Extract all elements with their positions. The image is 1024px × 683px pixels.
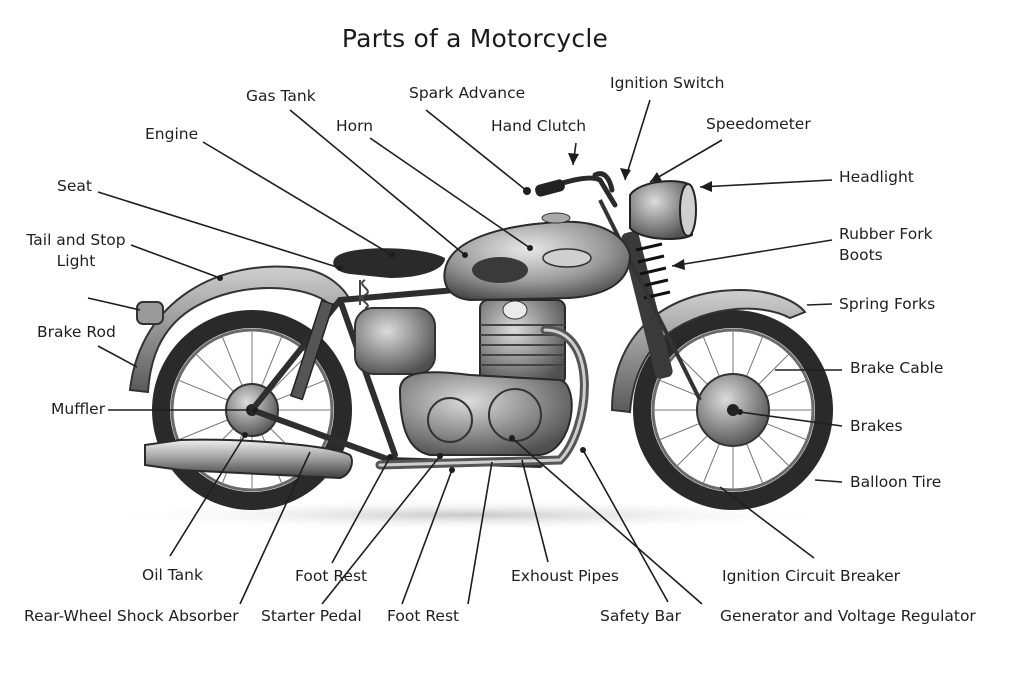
label-balloon-tire: Balloon Tire	[850, 473, 942, 491]
leader-horn	[369, 137, 531, 249]
label-hand-clutch: Hand Clutch	[491, 117, 587, 135]
oil-tank-body	[354, 307, 436, 375]
leader-brake-rod-b	[97, 345, 138, 368]
ground-shadow	[90, 499, 850, 531]
leader-brakes	[739, 411, 843, 427]
leader-tail-light	[130, 244, 221, 279]
leader-rubber-fork-boots	[671, 239, 833, 267]
label-spring-forks: Spring Forks	[839, 295, 936, 313]
gas-tank-body	[443, 212, 632, 302]
label-horn: Horn	[336, 117, 374, 135]
leader-spark-advance	[425, 109, 528, 192]
leader-gas-tank	[289, 109, 466, 256]
leader-oil-tank	[169, 434, 246, 557]
diagram-title: Parts of a Motorcycle	[341, 24, 609, 53]
label-ignition-switch: Ignition Switch	[610, 74, 725, 92]
leader-speedometer	[649, 139, 723, 183]
tail-light	[136, 301, 164, 325]
label-gas-tank: Gas Tank	[246, 87, 316, 105]
leader-foot-rest-lower	[401, 469, 453, 605]
leader-ignition-switch	[624, 99, 651, 181]
label-speedometer: Speedometer	[706, 115, 811, 133]
label-seat: Seat	[57, 177, 92, 195]
leader-headlight	[699, 179, 833, 188]
front-wheel	[633, 310, 833, 510]
label-rear-wheel-shock-absorber: Rear-Wheel Shock Absorber	[24, 607, 239, 625]
label-rubber-fork-boots: Rubber Fork Boots	[839, 225, 933, 264]
label-starter-pedal: Starter Pedal	[261, 607, 362, 625]
label-brakes: Brakes	[850, 417, 903, 435]
leader-starter-pedal	[321, 455, 441, 605]
headlight-body	[629, 180, 697, 240]
rear-shock	[289, 299, 335, 401]
label-foot-rest-lower: Foot Rest	[387, 607, 460, 625]
leader-balloon-tire	[814, 479, 843, 483]
leader-foot-rest-lower-b	[467, 461, 493, 605]
leader-engine	[202, 141, 393, 256]
label-brake-cable: Brake Cable	[850, 359, 944, 377]
label-foot-rest-upper: Foot Rest	[295, 567, 368, 585]
muffler-body	[144, 438, 353, 480]
label-headlight: Headlight	[839, 168, 914, 186]
leader-exhoust-pipes	[521, 459, 549, 563]
label-safety-bar: Safety Bar	[600, 607, 682, 625]
leader-foot-rest-upper	[331, 456, 391, 564]
label-muffler: Muffler	[51, 400, 106, 418]
front-fork	[598, 199, 702, 401]
leader-ignition-circuit-breaker	[719, 486, 815, 559]
label-oil-tank: Oil Tank	[142, 566, 203, 584]
engine-block	[398, 299, 573, 456]
label-engine: Engine	[145, 125, 199, 143]
seat-body	[333, 248, 445, 309]
label-brake-rod: Brake Rod	[37, 323, 116, 341]
leader-arrowheads	[568, 153, 712, 270]
leader-safety-bar	[582, 449, 669, 603]
label-spark-advance: Spark Advance	[409, 84, 526, 102]
leader-generator	[511, 437, 703, 605]
leader-rear-shock	[239, 451, 311, 605]
label-generator-and-voltage-regulator: Generator and Voltage Regulator	[720, 607, 976, 625]
label-exhoust-pipes: Exhoust Pipes	[511, 567, 619, 585]
leader-seat	[97, 191, 341, 269]
leader-spring-forks	[806, 303, 833, 306]
leader-brake-rod-a	[87, 297, 141, 311]
label-tail-and-stop-light: Tail and Stop Light	[26, 231, 126, 270]
label-ignition-circuit-breaker: Ignition Circuit Breaker	[722, 567, 901, 585]
